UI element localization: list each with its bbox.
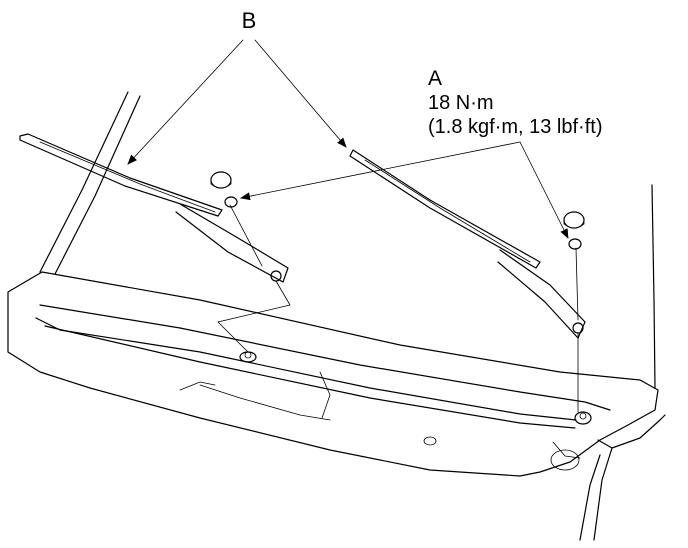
hood-edge [579,414,666,541]
callout-b-label: B [242,8,257,33]
callout-a-label: A [428,67,442,90]
callout-arrows [127,39,569,239]
callout-a-arrow-left [240,141,521,201]
callout-b-arrow-left [127,39,244,165]
right-wiper-assembly [349,149,586,339]
alignment-lines [217,204,579,413]
cowl-cover [7,271,659,477]
windshield-outline [39,91,656,389]
callout-a-torque-alt: (1.8 kgf·m, 13 lbf·ft) [428,116,603,138]
callout-a-arrow-right [519,141,569,239]
callout-b-arrow-right [254,39,347,148]
nut-caps [210,171,585,250]
left-wiper-assembly [19,133,289,283]
callout-a-torque-metric: 18 N·m [428,92,494,114]
